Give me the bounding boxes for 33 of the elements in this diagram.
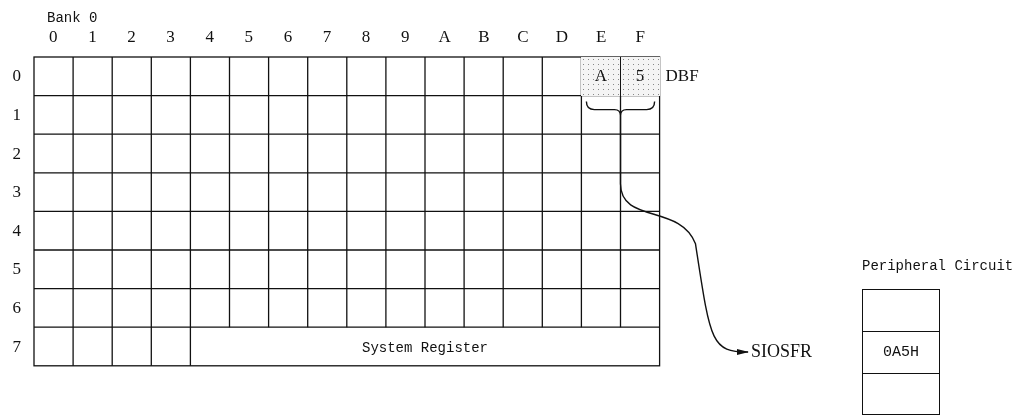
row-header: 5 <box>12 259 21 280</box>
column-header: 4 <box>205 27 214 47</box>
shaded-cell: A <box>581 57 621 96</box>
bank-title: Bank 0 <box>47 9 98 28</box>
column-header: 8 <box>361 27 371 47</box>
register-name: SIOSFR <box>751 341 813 361</box>
column-header: C <box>517 27 529 47</box>
table-heading: Peripheral Circuit <box>862 259 1014 273</box>
column-header: D <box>555 27 569 47</box>
row-header: 4 <box>12 220 21 241</box>
column-header: E <box>595 27 607 47</box>
column-header: 3 <box>166 27 175 47</box>
arrow <box>619 114 749 355</box>
row-header: 6 <box>12 297 21 318</box>
column-header: 0 <box>49 27 58 47</box>
register-area-label: System Register <box>362 338 489 358</box>
register-name: DBF <box>665 66 699 87</box>
column-header: 6 <box>283 27 293 47</box>
shaded-cell: 5 <box>620 57 660 96</box>
row-header: 7 <box>12 336 21 357</box>
curly-brace <box>585 100 656 117</box>
row-header: 0 <box>12 66 21 87</box>
column-header: B <box>478 27 490 47</box>
column-header: 5 <box>244 27 254 47</box>
row-header: 3 <box>12 182 21 203</box>
column-header: 1 <box>88 27 97 47</box>
column-header: 7 <box>322 27 332 47</box>
column-header: 2 <box>127 27 136 47</box>
column-header: 9 <box>400 27 410 47</box>
column-header: F <box>635 27 645 47</box>
column-header: A <box>438 27 451 47</box>
row-header: 1 <box>12 104 21 125</box>
row-header: 2 <box>12 143 21 164</box>
